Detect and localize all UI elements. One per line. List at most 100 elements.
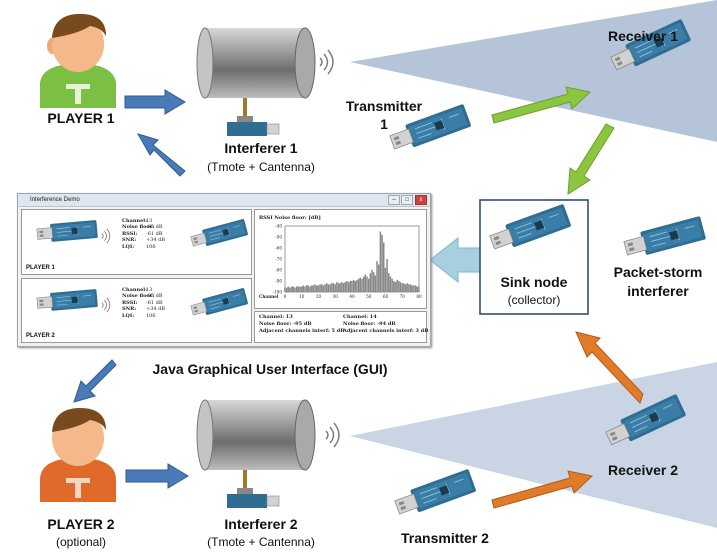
- green-arrows: [491, 86, 615, 195]
- stat-key: Noise floor:: [122, 293, 155, 300]
- arrow-receiver2-to-sink: [575, 331, 644, 404]
- spectrum-bar: [398, 281, 400, 292]
- arrow-transmitter1-to-receiver1: [491, 86, 592, 124]
- beam-bottom: [350, 362, 717, 528]
- spectrum-bar: [414, 285, 417, 292]
- spectrum-bar: [359, 277, 362, 292]
- spectrum-bar: [416, 286, 418, 292]
- footer-left-line: Adjacent channels interf: 5 dB: [259, 328, 345, 334]
- interferer2-note: (Tmote + Cantenna): [207, 535, 315, 549]
- x-tick-label: 80: [416, 294, 422, 299]
- stat-key: RSSI:: [122, 230, 138, 237]
- x-tick-label: 40: [349, 294, 355, 299]
- stat-value: -95 dB: [146, 224, 163, 231]
- transmitter1-label-line2: 1: [380, 116, 388, 132]
- gui-window-title: Interference Demo: [30, 197, 80, 203]
- arrow-transmitter2-to-receiver2: [491, 470, 594, 509]
- spectrum-chart: RSSI Noise floor: [dB]-40-50-60-70-80-90…: [259, 215, 422, 299]
- spectrum-bar: [374, 275, 377, 292]
- spectrum-bar: [302, 285, 305, 292]
- spectrum-bar: [349, 281, 351, 292]
- packet-storm-mote: [622, 215, 707, 261]
- spectrum-bar: [357, 278, 360, 292]
- player2-signal-icon: [101, 297, 111, 313]
- packet-storm-label-line2: interferer: [627, 283, 689, 299]
- spectrum-bar: [366, 276, 368, 292]
- spectrum-bar: [322, 285, 325, 292]
- y-tick-label: -40: [275, 224, 282, 229]
- spectrum-bar: [356, 279, 358, 292]
- maximize-button[interactable]: □: [401, 195, 413, 205]
- stat-key: Noise floor:: [122, 224, 155, 231]
- y-tick-label: -70: [275, 257, 282, 262]
- stat-value: 106: [146, 243, 156, 250]
- spectrum-bar: [394, 282, 397, 292]
- x-tick-label: 30: [333, 294, 339, 299]
- footer-left-line: Channel: 13: [259, 314, 293, 320]
- sink-box: [479, 199, 589, 315]
- spectrum-bar: [404, 284, 407, 292]
- spectrum-bar: [297, 286, 300, 292]
- spectrum-bar: [346, 281, 348, 292]
- interferer2-cantenna: [196, 399, 316, 509]
- close-button[interactable]: x: [415, 195, 427, 205]
- footer-left: Channel: 13 Noise floor: -95 dB Adjacent…: [259, 314, 345, 335]
- player1-panel-title: PLAYER 1: [26, 265, 55, 271]
- minimize-button[interactable]: –: [388, 195, 400, 205]
- stat-value: 13: [146, 287, 153, 293]
- packet-storm-label-line1: Packet-storm: [613, 264, 703, 280]
- spectrum-bar: [369, 273, 372, 292]
- spectrum-bar: [403, 283, 405, 292]
- arrow-sink-to-gui: [429, 236, 481, 284]
- player1-tx-mote-icon: [36, 219, 99, 244]
- spectrum-bar: [406, 283, 408, 292]
- spectrum-bar: [409, 284, 412, 292]
- spectrum-bar: [307, 285, 310, 292]
- spectrum-bar: [411, 285, 413, 292]
- spectrum-bar: [362, 276, 365, 292]
- arrow-player2-to-interferer2: [125, 463, 189, 489]
- gui-caption: Java Graphical User Interface (GUI): [152, 361, 388, 377]
- spectrum-bar: [418, 286, 420, 292]
- spectrum-bar: [337, 283, 340, 292]
- spectrum-bar: [334, 284, 336, 292]
- spectrum-bar: [287, 286, 290, 292]
- interferer2-signal: [325, 422, 340, 448]
- x-tick-label: 60: [383, 294, 389, 299]
- player2-panel: Channel:13 Noise floor:-95 dB RSSI:-61 d…: [21, 278, 252, 343]
- x-tick-label: 20: [316, 294, 322, 299]
- spectrum-bar: [391, 278, 393, 292]
- beam-top: [350, 0, 717, 142]
- spectrum-bar: [310, 285, 313, 292]
- stat-value: -61 dB: [146, 230, 163, 237]
- stat-key: Channel:: [122, 287, 148, 293]
- gui-footer-panel: Channel: 13 Noise floor: -95 dB Adjacent…: [254, 311, 429, 343]
- stat-key: RSSI:: [122, 299, 138, 306]
- sink-label: Sink node: [500, 274, 568, 290]
- player2-rx-mote-icon: [189, 287, 249, 319]
- spectrum-bar: [376, 261, 378, 292]
- spectrum-bar: [389, 276, 392, 292]
- stat-value: -61 dB: [146, 299, 163, 306]
- x-axis-label: Channel: [259, 294, 279, 299]
- spectrum-bar: [309, 286, 311, 292]
- x-tick-label: 0: [284, 294, 287, 299]
- spectrum-bar: [413, 285, 415, 292]
- y-tick-label: -100: [273, 290, 283, 295]
- spectrum-bar: [290, 286, 293, 292]
- player1-panel: Channel:13 Noise floor:-95 dB RSSI:-61 d…: [21, 209, 252, 275]
- spectrum-bar: [354, 281, 357, 292]
- spectrum-bar: [319, 284, 321, 292]
- player2-stats: Channel:13 Noise floor:-95 dB RSSI:-61 d…: [122, 287, 165, 319]
- receiver2-label: Receiver 2: [607, 462, 679, 478]
- stat-key: LQI:: [122, 243, 135, 250]
- spectrum-bar: [399, 282, 402, 292]
- spectrum-bar: [367, 278, 370, 292]
- stat-key: LQI:: [122, 312, 135, 319]
- y-tick-label: -80: [275, 268, 282, 273]
- interferer1-signal: [319, 49, 334, 75]
- sink-mote: [487, 203, 572, 255]
- spectrum-bar: [341, 282, 343, 292]
- spectrum-bar: [344, 282, 346, 292]
- transmitter2-label: Transmitter 2: [401, 530, 489, 546]
